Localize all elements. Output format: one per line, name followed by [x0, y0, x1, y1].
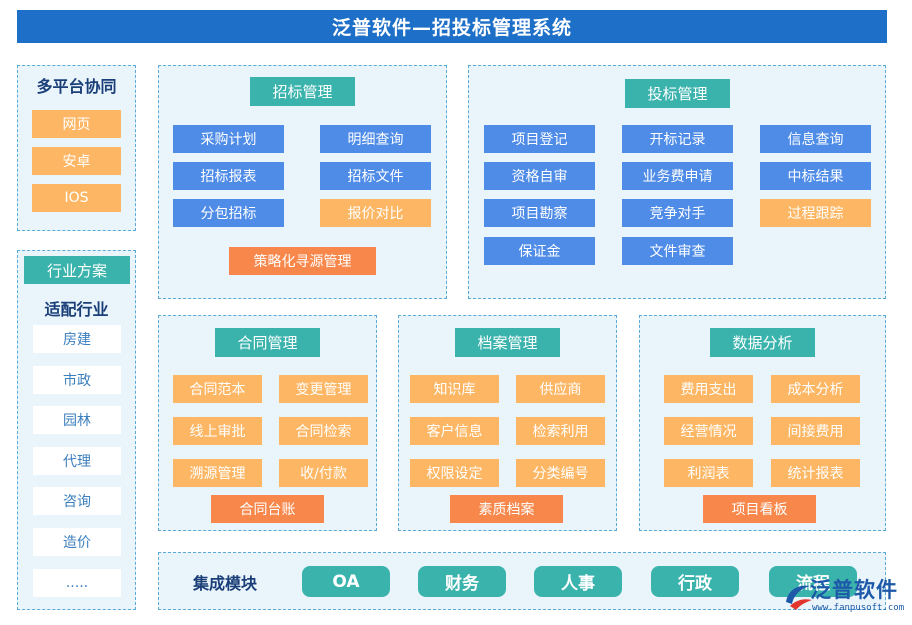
tender-item-report[interactable]: 招标报表	[173, 162, 284, 190]
bid-item-expense-apply[interactable]: 业务费申请	[622, 162, 733, 190]
contract-item-ledger[interactable]: 合同台账	[211, 495, 324, 523]
archive-item-permission[interactable]: 权限设定	[410, 459, 499, 487]
contract-item-payment[interactable]: 收/付款	[279, 459, 368, 487]
archive-item-supplier[interactable]: 供应商	[516, 375, 605, 403]
bid-item-win-result[interactable]: 中标结果	[760, 162, 871, 190]
industry-item-costing[interactable]: 造价	[33, 528, 121, 556]
analysis-item-expense[interactable]: 费用支出	[664, 375, 753, 403]
integration-finance-button[interactable]: 财务	[418, 566, 506, 597]
brand-name: 泛普软件	[810, 578, 898, 602]
integration-hr-button[interactable]: 人事	[534, 566, 622, 597]
contract-item-online-approval[interactable]: 线上审批	[173, 417, 262, 445]
page-title: 泛普软件—招投标管理系统	[17, 10, 887, 43]
contract-item-search[interactable]: 合同检索	[279, 417, 368, 445]
industry-item-housing[interactable]: 房建	[33, 325, 121, 353]
analysis-item-operations[interactable]: 经营情况	[664, 417, 753, 445]
archive-item-classify[interactable]: 分类编号	[516, 459, 605, 487]
archive-title: 档案管理	[455, 328, 560, 357]
analysis-item-dashboard[interactable]: 项目看板	[703, 495, 816, 523]
bid-item-info-query[interactable]: 信息查询	[760, 125, 871, 153]
brand-logo-icon	[786, 585, 812, 610]
tender-item-purchase-plan[interactable]: 采购计划	[173, 125, 284, 153]
bid-item-project-register[interactable]: 项目登记	[484, 125, 595, 153]
platform-item-android[interactable]: 安卓	[32, 147, 121, 175]
bid-title: 投标管理	[625, 79, 730, 108]
analysis-title: 数据分析	[710, 328, 815, 357]
industry-item-more[interactable]: .....	[33, 569, 121, 597]
industry-item-municipal[interactable]: 市政	[33, 366, 121, 394]
analysis-item-cost[interactable]: 成本分析	[771, 375, 860, 403]
industry-item-landscape[interactable]: 园林	[33, 406, 121, 434]
tender-item-subcontract[interactable]: 分包招标	[173, 199, 284, 227]
contract-item-template[interactable]: 合同范本	[173, 375, 262, 403]
platform-heading: 多平台协同	[36, 77, 117, 96]
analysis-item-stats[interactable]: 统计报表	[771, 459, 860, 487]
integration-oa-button[interactable]: OA	[302, 566, 390, 597]
bid-item-competitor[interactable]: 竞争对手	[622, 199, 733, 227]
integration-workflow-button[interactable]: 流程	[769, 566, 857, 597]
archive-item-knowledge[interactable]: 知识库	[410, 375, 499, 403]
tender-item-document[interactable]: 招标文件	[320, 162, 431, 190]
analysis-item-profit[interactable]: 利润表	[664, 459, 753, 487]
integration-panel	[158, 552, 886, 610]
platform-item-web[interactable]: 网页	[32, 110, 121, 138]
tender-title: 招标管理	[250, 77, 355, 106]
industry-heading: 适配行业	[44, 300, 109, 319]
brand-watermark: 泛普软件 www.fanpusoft.com	[780, 572, 908, 622]
analysis-item-indirect[interactable]: 间接费用	[771, 417, 860, 445]
bid-item-process-track[interactable]: 过程跟踪	[760, 199, 871, 227]
tender-item-quote-compare[interactable]: 报价对比	[320, 199, 431, 227]
tender-item-strategic-sourcing[interactable]: 策略化寻源管理	[229, 247, 376, 275]
industry-tag: 行业方案	[24, 256, 130, 284]
archive-item-retrieval[interactable]: 检索利用	[516, 417, 605, 445]
industry-item-consulting[interactable]: 咨询	[33, 487, 121, 515]
tender-item-detail-query[interactable]: 明细查询	[320, 125, 431, 153]
archive-item-customer[interactable]: 客户信息	[410, 417, 499, 445]
contract-item-change[interactable]: 变更管理	[279, 375, 368, 403]
integration-heading: 集成模块	[192, 574, 257, 593]
bid-item-deposit[interactable]: 保证金	[484, 237, 595, 265]
industry-item-agency[interactable]: 代理	[33, 447, 121, 475]
contract-item-trace[interactable]: 溯源管理	[173, 459, 262, 487]
archive-item-quality[interactable]: 素质档案	[450, 495, 563, 523]
platform-item-ios[interactable]: IOS	[32, 184, 121, 212]
integration-admin-button[interactable]: 行政	[651, 566, 739, 597]
bid-item-opening-record[interactable]: 开标记录	[622, 125, 733, 153]
contract-title: 合同管理	[215, 328, 320, 357]
bid-item-doc-review[interactable]: 文件审查	[622, 237, 733, 265]
bid-item-survey[interactable]: 项目勘察	[484, 199, 595, 227]
bid-item-self-check[interactable]: 资格自审	[484, 162, 595, 190]
brand-url: www.fanpusoft.com	[812, 603, 905, 613]
